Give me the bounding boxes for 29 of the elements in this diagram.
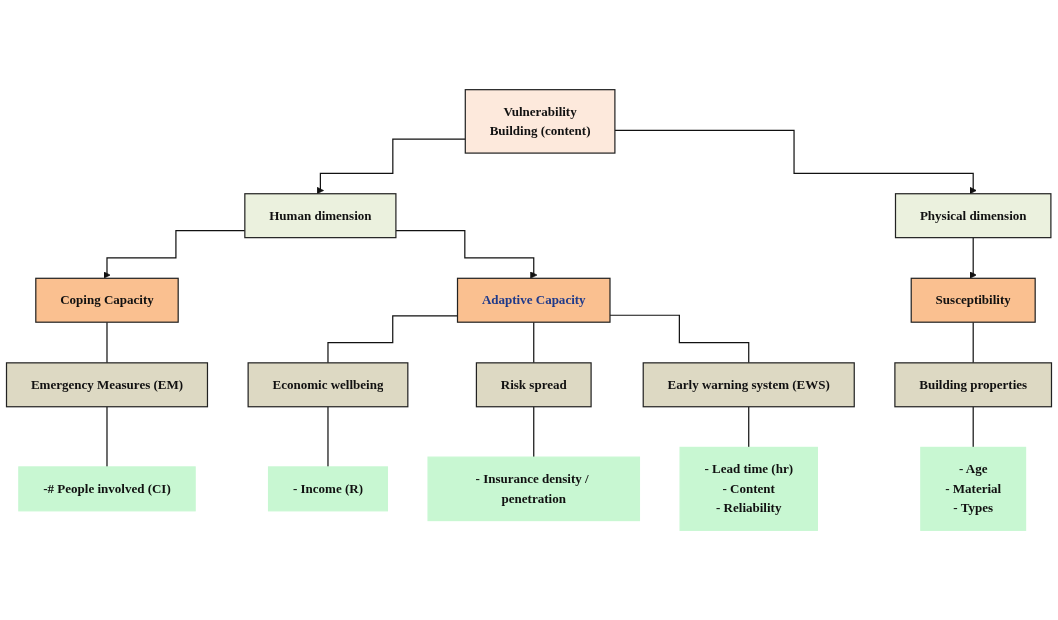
connector [533,321,535,364]
node-box: Early warning system (EWS) [642,362,855,408]
connector [533,406,535,458]
node-box: - Insurance density / penetration [427,456,641,522]
node-box: Susceptibility [910,277,1036,323]
node-box: - Income (R) [267,466,389,512]
node-box: Building properties [894,362,1053,408]
node-box: Emergency Measures (EM) [5,362,209,408]
connector [972,406,974,448]
connector [748,406,750,448]
node-box: - Lead time (hr) - Content - Reliability [679,446,818,531]
connector [106,406,108,468]
node-box: Coping Capacity [35,277,179,323]
node-box: Risk spread [475,362,592,408]
connector [106,321,108,364]
node-box: Vulnerability Building (content) [464,89,616,154]
arrow [316,138,466,195]
node-box: Human dimension [244,193,397,239]
node-box: Economic wellbeing [247,362,409,408]
connector [972,321,974,364]
arrow [395,230,538,279]
node-box: - Age - Material - Types [920,446,1027,531]
arrow [614,129,977,195]
node-box: Adaptive Capacity [456,277,611,323]
connector [609,314,750,364]
arrow [969,237,977,279]
node-box: Physical dimension [894,193,1052,239]
connector [327,406,329,468]
node-box: -# People involved (CI) [18,466,196,512]
